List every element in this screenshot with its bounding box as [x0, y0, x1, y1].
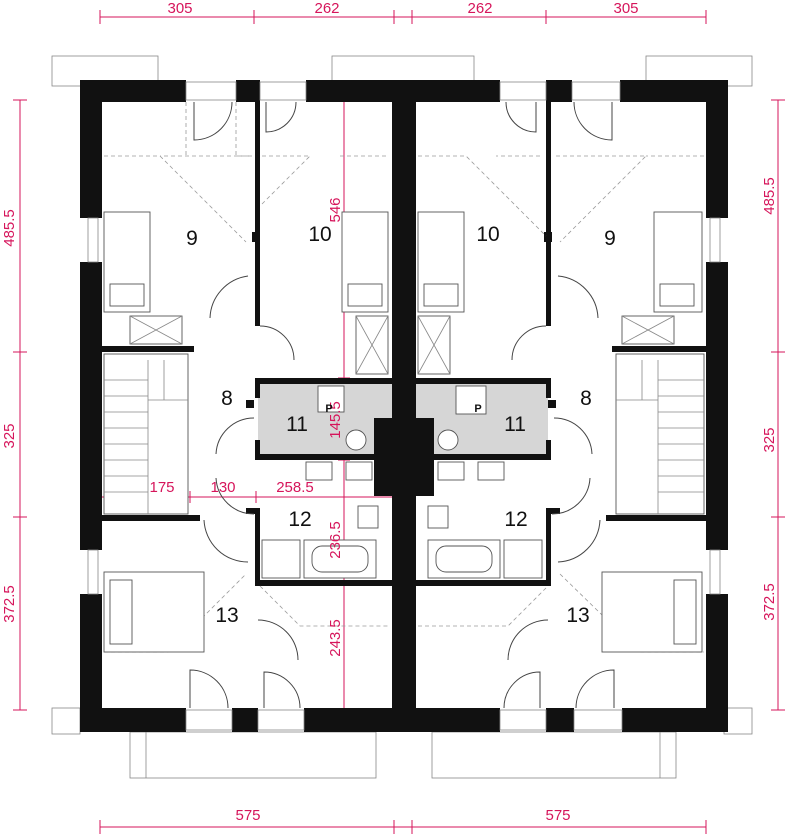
- dim-546: 546: [327, 197, 344, 222]
- dim-left-3: 372.5: [1, 585, 18, 623]
- room-11-right: 11: [504, 413, 526, 436]
- walls: [80, 80, 728, 732]
- room-10-left: 10: [308, 223, 331, 246]
- room-10-right: 10: [476, 223, 499, 246]
- dim-243-5: 243.5: [327, 619, 344, 657]
- dim-top-4: 305: [613, 0, 638, 17]
- dim-130: 130: [210, 479, 235, 496]
- dimension-labels: 305 262 262 305 575 575 485.5 325 372.5 …: [1, 0, 778, 824]
- dim-bottom-2: 575: [545, 807, 570, 824]
- room-13-left: 13: [215, 604, 238, 627]
- dim-236-5: 236.5: [327, 521, 344, 559]
- room-12-left: 12: [288, 508, 311, 531]
- room-9-right: 9: [604, 227, 616, 250]
- dim-right-3: 372.5: [761, 583, 778, 621]
- stair-right: [615, 353, 705, 515]
- door-swings: [189, 101, 615, 709]
- stair-left: [103, 353, 189, 515]
- boiler-label-left: P: [325, 403, 332, 415]
- dim-top-3: 262: [467, 0, 492, 17]
- dim-top-2: 262: [314, 0, 339, 17]
- dim-left-1: 485.5: [1, 209, 18, 247]
- dim-175: 175: [149, 479, 174, 496]
- boiler-left: [317, 385, 345, 413]
- boiler-right: [455, 385, 487, 415]
- bath-right-shower: [503, 539, 543, 579]
- furniture: [103, 211, 705, 653]
- room-9-left: 9: [186, 227, 198, 250]
- dim-right-1: 485.5: [761, 177, 778, 215]
- room-11-left: 11: [286, 413, 308, 436]
- boiler-label-right: P: [474, 403, 481, 415]
- room-13-right: 13: [566, 604, 589, 627]
- room-8-left: 8: [221, 387, 233, 410]
- bath-left-shower: [261, 539, 301, 579]
- dim-top-1: 305: [167, 0, 192, 17]
- dim-bottom-1: 575: [235, 807, 260, 824]
- dim-258-5: 258.5: [276, 479, 314, 496]
- dim-right-2: 325: [761, 427, 778, 452]
- dim-left-2: 325: [1, 423, 18, 448]
- windows: [87, 81, 721, 731]
- room-labels: 9 10 8 11 12 13 10 9 8 11 12 13 P P: [186, 223, 616, 627]
- dim-145-5: 145.5: [327, 401, 344, 439]
- room-12-right: 12: [504, 508, 527, 531]
- room-8-right: 8: [580, 387, 592, 410]
